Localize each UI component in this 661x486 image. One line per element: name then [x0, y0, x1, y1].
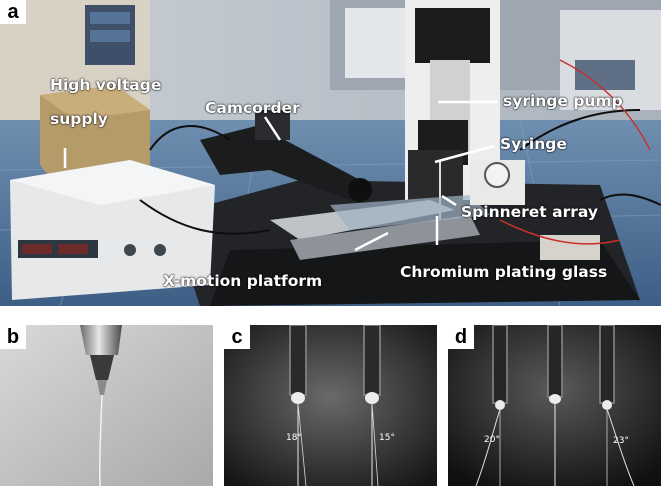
- panel-d-photo: d 20° 23°: [448, 325, 661, 486]
- panel-label-d: d: [448, 325, 474, 349]
- lab-setup-photo: [0, 0, 661, 306]
- chromium-plating-glass-label: Chromium plating glass: [400, 263, 608, 281]
- angle-label-d-right: 23°: [613, 436, 629, 446]
- panel-b-photo: b: [0, 325, 213, 486]
- single-nozzle-jet-photo: [0, 325, 213, 486]
- syringe-pump-label: syringe pump: [503, 92, 623, 110]
- three-nozzle-jet-photo: [448, 325, 661, 486]
- x-motion-platform-label: X-motion platform: [163, 272, 323, 290]
- two-nozzle-jet-photo: [224, 325, 437, 486]
- camcorder-label: Camcorder: [205, 99, 300, 117]
- angle-label-c-left: 18°: [286, 433, 302, 443]
- high-voltage-label-line1: High voltage: [50, 76, 162, 94]
- angle-label-d-left: 20°: [484, 435, 500, 445]
- panel-a-photo: a High voltage supply Camcorder syringe …: [0, 0, 661, 306]
- panel-label-a: a: [0, 0, 26, 24]
- spinneret-array-label: Spinneret array: [461, 203, 598, 221]
- high-voltage-label-line2: supply: [50, 110, 108, 128]
- panel-label-b: b: [0, 325, 26, 349]
- panel-label-c: c: [224, 325, 250, 349]
- angle-label-c-right: 15°: [379, 433, 395, 443]
- syringe-label: Syringe: [500, 135, 567, 153]
- panel-c-photo: c 18° 15°: [224, 325, 437, 486]
